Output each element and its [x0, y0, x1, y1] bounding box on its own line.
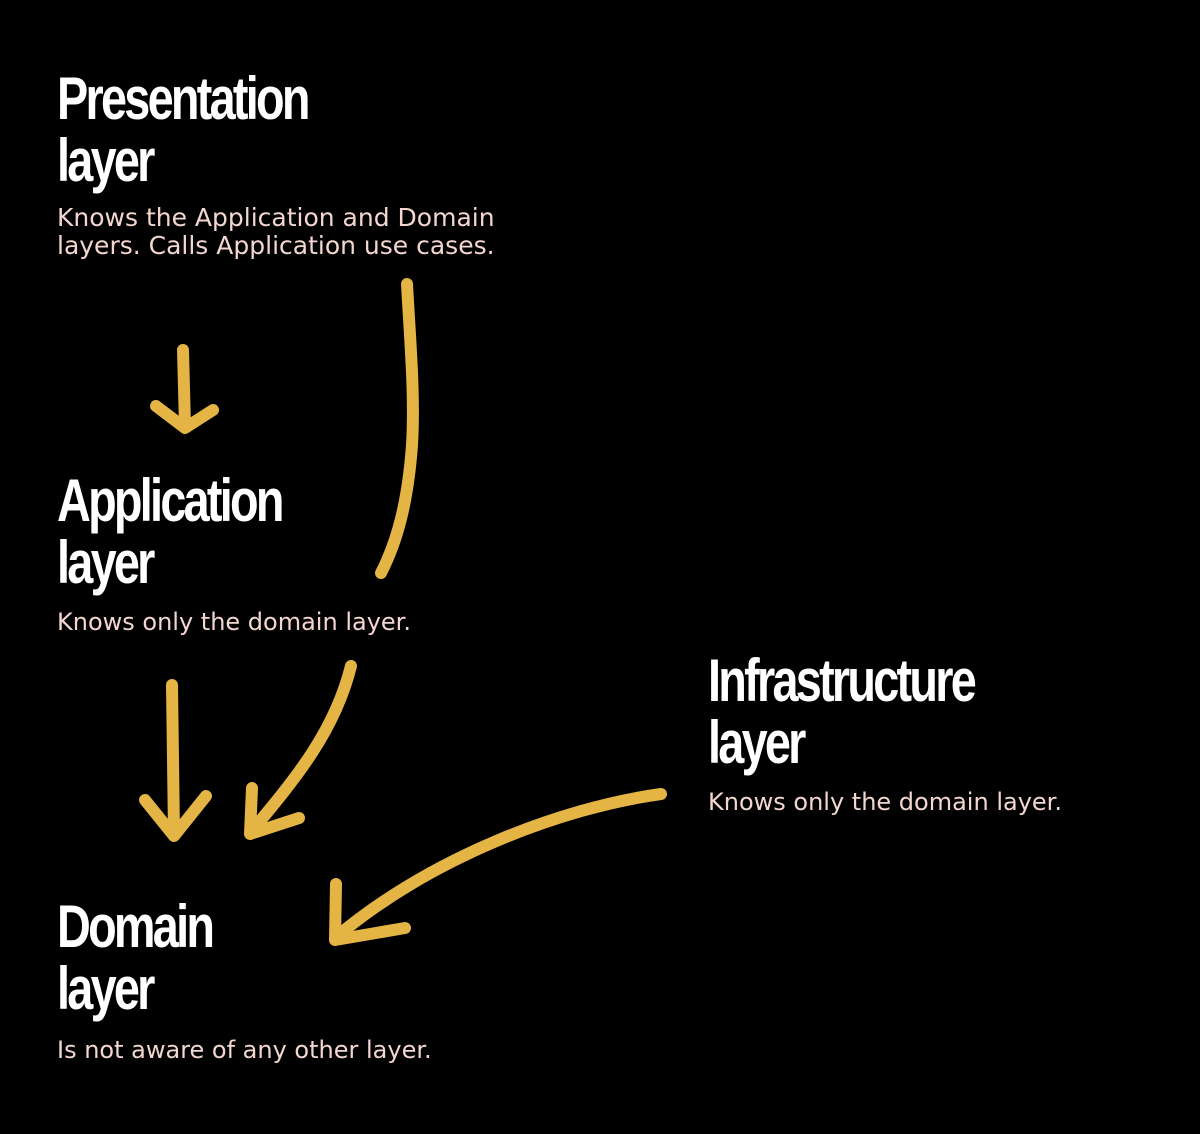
arrow-presentation-to-application-icon [150, 344, 219, 434]
application-layer: Application layer Knows only the domain … [57, 470, 411, 637]
domain-title-line2: layer [57, 955, 155, 1022]
application-layer-description: Knows only the domain layer. [57, 608, 411, 636]
application-title-line2: layer [57, 529, 155, 596]
arrow-application-to-domain-icon [139, 679, 212, 842]
presentation-title-line1: Presentation [57, 65, 310, 132]
arrow-application-to-domain-diagonal-icon [244, 660, 357, 840]
infrastructure-title-line2: layer [708, 709, 806, 776]
presentation-layer: Presentation layer Knows the Application… [57, 68, 495, 260]
presentation-layer-title: Presentation layer [57, 68, 398, 192]
domain-layer: Domain layer Is not aware of any other l… [57, 896, 432, 1065]
application-layer-title: Application layer [57, 470, 333, 594]
presentation-layer-description: Knows the Application and Domain layers.… [57, 204, 495, 260]
infrastructure-layer: Infrastructure layer Knows only the doma… [708, 650, 1062, 817]
domain-title-line1: Domain [57, 893, 215, 960]
presentation-title-line2: layer [57, 127, 155, 194]
infrastructure-title-line1: Infrastructure [708, 647, 977, 714]
arrow-presentation-to-domain-icon [375, 278, 419, 579]
application-title-line1: Application [57, 467, 285, 534]
arrow-infrastructure-to-domain-icon [329, 788, 667, 946]
domain-layer-description: Is not aware of any other layer. [57, 1036, 432, 1064]
presentation-desc-line1: Knows the Application and Domain [57, 203, 495, 232]
infrastructure-layer-description: Knows only the domain layer. [708, 788, 1062, 816]
infrastructure-layer-title: Infrastructure layer [708, 650, 984, 774]
domain-layer-title: Domain layer [57, 896, 349, 1020]
presentation-desc-line2: layers. Calls Application use cases. [57, 231, 495, 260]
